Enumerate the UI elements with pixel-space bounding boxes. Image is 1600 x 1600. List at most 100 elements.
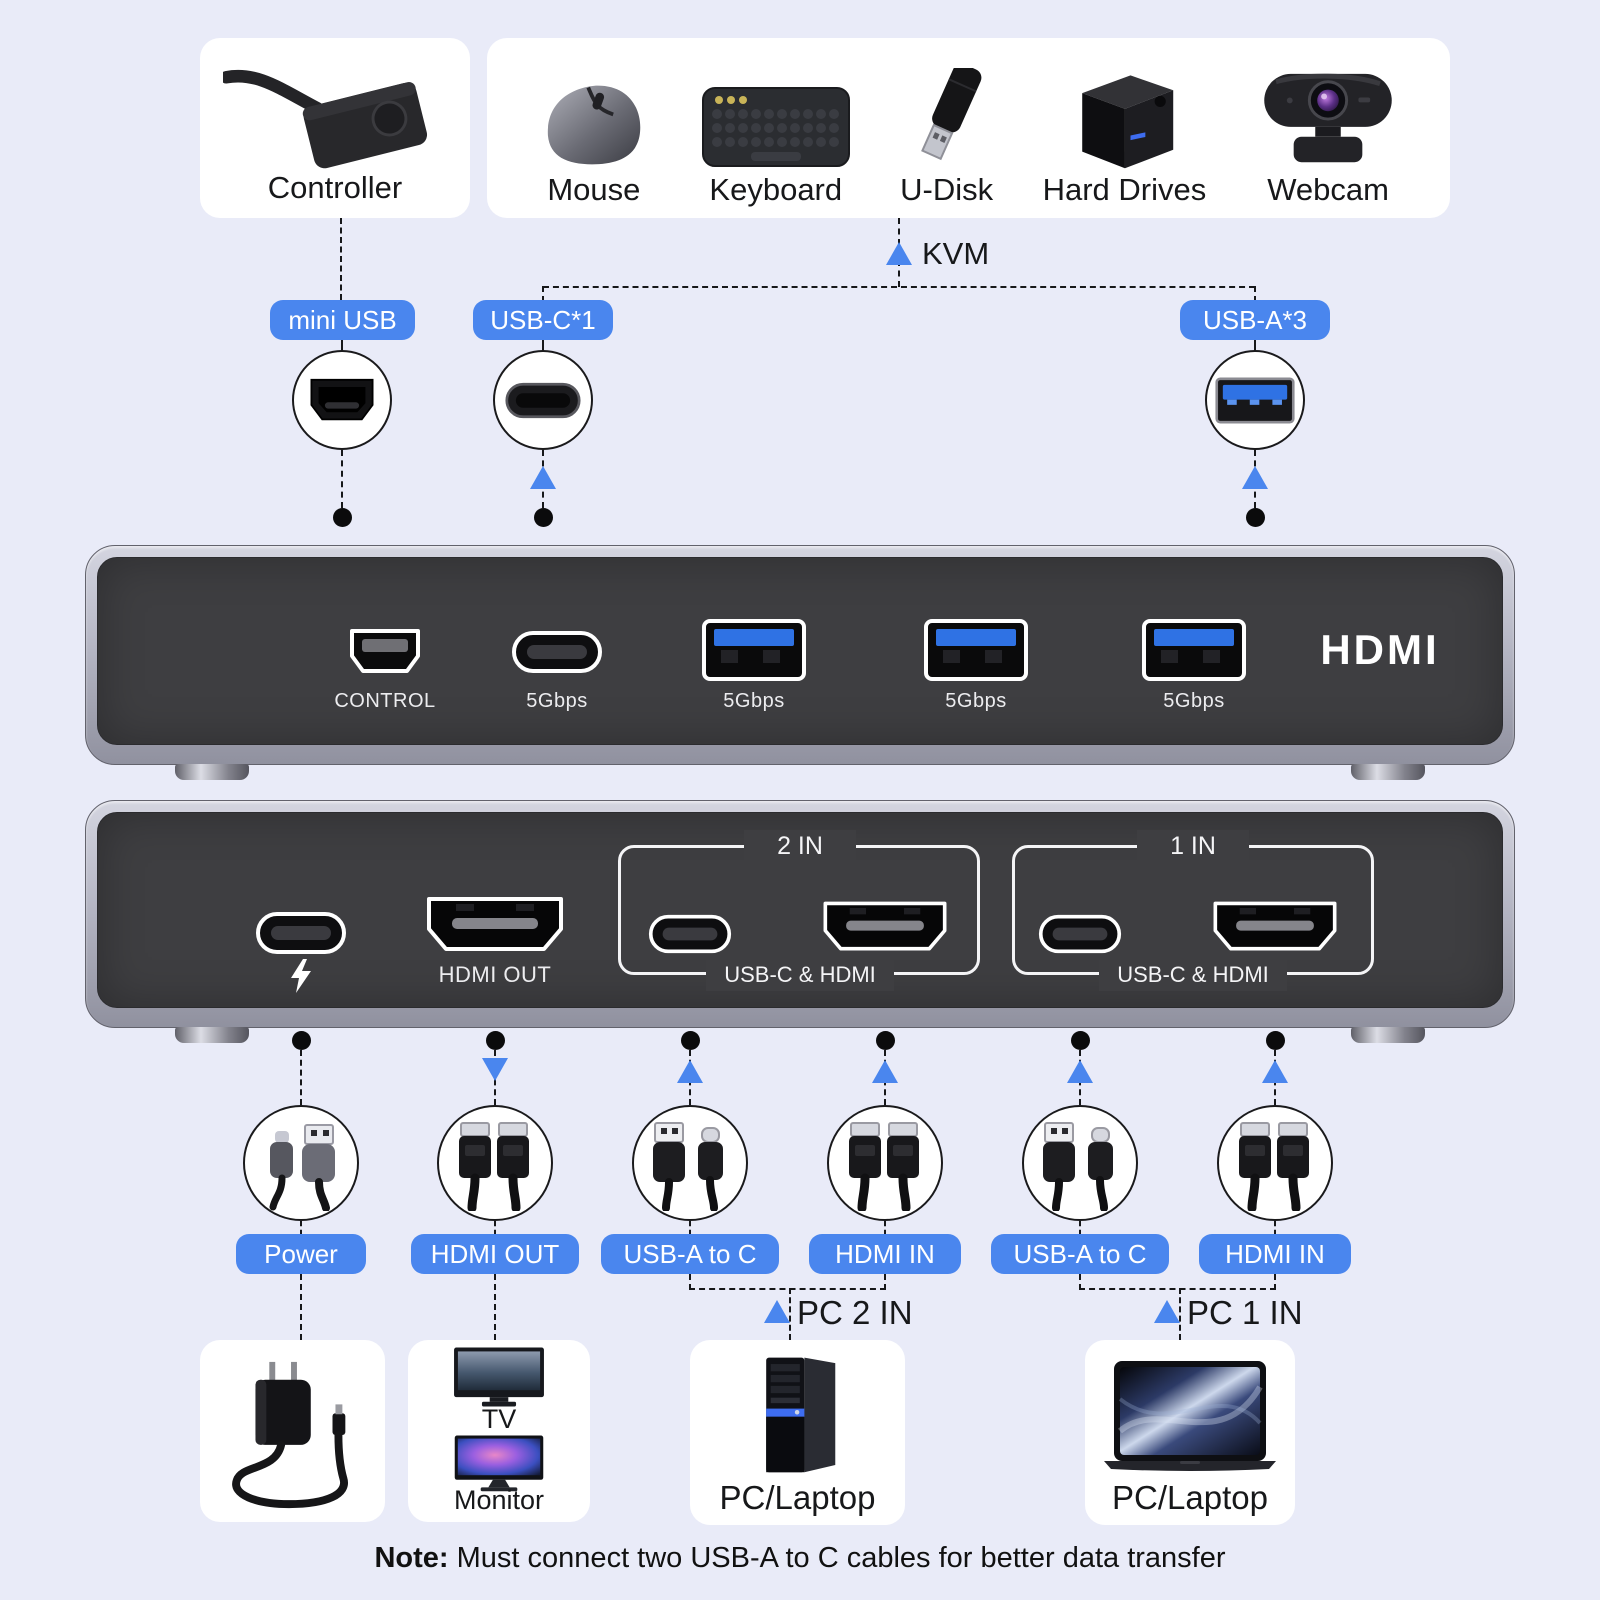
usb-a-port-label: 5Gbps — [1163, 690, 1225, 712]
hdmi-out-cable-label: HDMI OUT — [411, 1234, 579, 1274]
connector-line — [689, 1288, 886, 1290]
pc2-card: PC/Laptop — [690, 1340, 905, 1525]
connector-line — [1254, 340, 1256, 352]
usb-a-port-icon — [1205, 350, 1305, 450]
pc2-usb-c-port — [647, 913, 733, 960]
hdmi-out-port — [422, 893, 568, 962]
hdmi-out-port-label: HDMI OUT — [438, 962, 552, 987]
connection-dot — [486, 1031, 505, 1050]
lightning-bolt-icon — [290, 958, 312, 999]
display-card: TV Monitor — [408, 1340, 590, 1522]
connector-line — [300, 1274, 302, 1340]
connector-line — [884, 1221, 886, 1235]
connection-dot — [292, 1031, 311, 1050]
usb-a-to-c-cable-label: USB-A to C — [991, 1234, 1169, 1274]
pc2-group-sub-label: USB-C & HDMI — [706, 959, 894, 991]
peripheral-keyboard: Keyboard — [701, 67, 851, 208]
connector-line — [494, 1221, 496, 1235]
hdmi-in-cable-image — [827, 1105, 943, 1221]
connector-line — [689, 1221, 691, 1235]
connector-line — [300, 1050, 302, 1105]
connector-line — [1179, 1288, 1181, 1340]
mouse-label: Mouse — [547, 172, 641, 207]
keyboard-label: Keyboard — [709, 172, 843, 207]
tv-label: TV — [481, 1404, 517, 1434]
connector-line — [1274, 1274, 1276, 1290]
connector-line — [1274, 1221, 1276, 1235]
connector-line — [300, 1221, 302, 1235]
controller-image — [200, 52, 470, 170]
pc1-group-sub-label: USB-C & HDMI — [1099, 959, 1287, 991]
note-body: Must connect two USB-A to C cables for b… — [448, 1542, 1226, 1574]
pc1-label: PC/Laptop — [1112, 1479, 1268, 1516]
connection-dot — [1266, 1031, 1285, 1050]
control-port — [345, 626, 425, 683]
pc2-hdmi-port — [819, 898, 951, 961]
connector-line — [1079, 1288, 1276, 1290]
monitor-image — [441, 1434, 557, 1497]
arrow-up-icon — [1262, 1060, 1288, 1083]
connector-line — [341, 450, 343, 508]
arrow-up-icon — [1067, 1060, 1093, 1083]
arrow-down-icon — [482, 1058, 508, 1081]
power-adapter-image — [200, 1348, 385, 1514]
pc2-label: PC/Laptop — [719, 1479, 876, 1516]
hdmi-logo: HDMI — [1320, 626, 1440, 673]
udisk-image — [899, 67, 995, 172]
peripheral-udisk: U-Disk — [899, 67, 995, 208]
power-usb-c-port — [254, 910, 348, 961]
mini-usb-port-icon — [292, 350, 392, 450]
mouse-image — [535, 67, 653, 172]
arrow-up-icon — [1242, 466, 1268, 489]
connector-line — [789, 1288, 791, 1340]
usb-c-callout: USB-C*1 — [473, 300, 613, 340]
connector-line — [1079, 1274, 1081, 1290]
connection-dot — [1246, 508, 1265, 527]
udisk-label: U-Disk — [900, 172, 994, 207]
webcam-image — [1254, 67, 1402, 172]
connector-line — [1254, 286, 1256, 302]
usb-a-port-label: 5Gbps — [945, 690, 1007, 712]
pc1-group-title: 1 IN — [1137, 830, 1249, 862]
pc-tower-image — [690, 1348, 905, 1478]
device-foot — [175, 1027, 249, 1043]
usb-a-5gbps-port — [922, 617, 1030, 688]
arrow-up-icon — [530, 466, 556, 489]
connector-line — [543, 286, 1255, 288]
hdmi-in-cable-image — [1217, 1105, 1333, 1221]
connector-line — [341, 340, 343, 352]
device-foot — [1351, 1027, 1425, 1043]
device-foot — [1351, 764, 1425, 780]
connection-dot — [1071, 1031, 1090, 1050]
connector-line — [689, 1274, 691, 1290]
peripherals-card: Mouse Keyboard — [487, 38, 1450, 218]
tv-image — [444, 1346, 554, 1413]
usb-a-to-c-cable-label: USB-A to C — [601, 1234, 779, 1274]
connector-line — [494, 1274, 496, 1340]
power-cable-image — [243, 1105, 359, 1221]
pc2-group-title: 2 IN — [744, 830, 856, 862]
controller-label: Controller — [267, 170, 403, 205]
connector-line — [884, 1274, 886, 1290]
mini-usb-callout: mini USB — [270, 300, 415, 340]
kvm-label: KVM — [922, 236, 990, 271]
pc1-in-label: PC 1 IN — [1187, 1294, 1303, 1331]
connector-line — [340, 218, 342, 300]
webcam-label: Webcam — [1267, 172, 1389, 207]
power-adapter-card — [200, 1340, 385, 1522]
usb-a-5gbps-port — [1140, 617, 1248, 688]
peripheral-webcam: Webcam — [1254, 67, 1402, 208]
arrow-up-icon — [677, 1060, 703, 1083]
usb-c-port-icon — [493, 350, 593, 450]
control-port-label: CONTROL — [334, 690, 436, 712]
pc2-in-label: PC 2 IN — [797, 1294, 913, 1331]
usb-a-to-c-cable-image — [632, 1105, 748, 1221]
usb-a-port-label: 5Gbps — [723, 690, 785, 712]
usb-a-5gbps-port — [700, 617, 808, 688]
connection-dot — [681, 1031, 700, 1050]
laptop-image — [1085, 1354, 1295, 1474]
peripheral-mouse: Mouse — [535, 67, 653, 208]
pc1-card: PC/Laptop — [1085, 1340, 1295, 1525]
hard-drives-label: Hard Drives — [1042, 172, 1207, 207]
